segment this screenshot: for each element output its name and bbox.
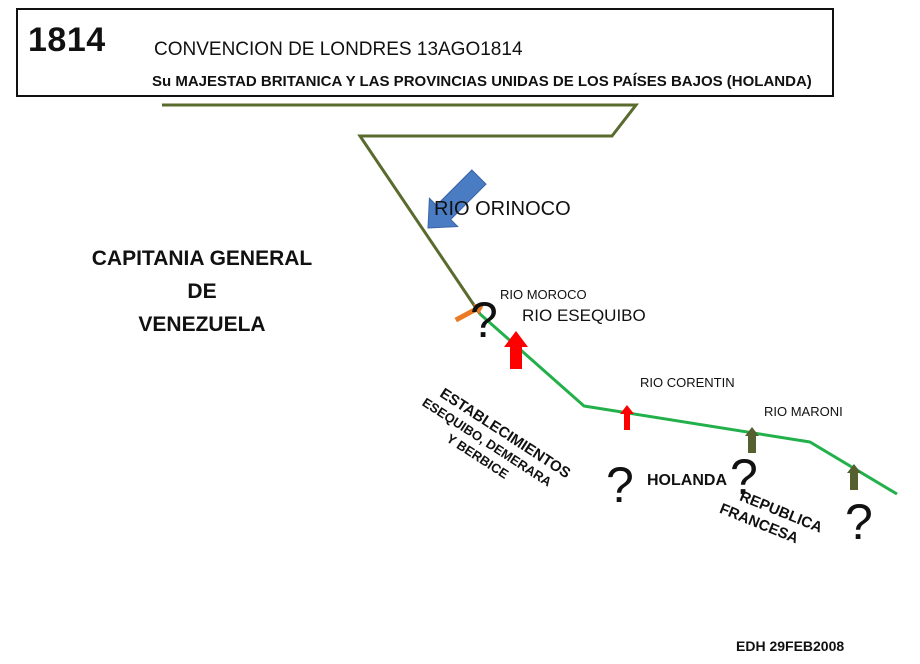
title-box: 1814 CONVENCION DE LONDRES 13AGO1814 Su … (16, 8, 834, 97)
rio-maroni-label: RIO MARONI (764, 404, 843, 419)
convention-title: CONVENCION DE LONDRES 13AGO1814 (154, 39, 523, 60)
rio-moroco-label: RIO MOROCO (500, 287, 587, 302)
capitania-general-label: CAPITANIA GENERAL DE VENEZUELA (72, 242, 332, 341)
boundary-line-olive (162, 103, 640, 315)
blue-arrow-icon (427, 169, 487, 229)
convention-subtitle: Su MAJESTAD BRITANICA Y LAS PROVINCIAS U… (152, 73, 812, 90)
year-label: 1814 (28, 21, 106, 59)
capitania-line-2: DE (187, 280, 217, 303)
orange-arrow-icon (454, 303, 484, 323)
author-signature: EDH 29FEB2008 (736, 638, 845, 654)
question-mark-east: ? (845, 494, 873, 550)
question-mark-maroni: ? (730, 449, 758, 505)
red-arrow-esequibo-icon (504, 331, 528, 369)
olive-arrow-east-icon (847, 464, 861, 490)
olive-arrow-maroni-icon (745, 427, 759, 453)
rio-esequibo-label: RIO ESEQUIBO (522, 306, 646, 325)
capitania-line-1: CAPITANIA GENERAL (91, 247, 313, 270)
rio-orinoco-label: RIO ORINOCO (434, 198, 571, 220)
holanda-label: HOLANDA (647, 472, 727, 489)
rio-corentin-label: RIO CORENTIN (640, 375, 735, 390)
question-mark-holanda: ? (606, 457, 634, 513)
red-arrow-corentin-icon (620, 405, 634, 430)
capitania-line-3: VENEZUELA (138, 313, 266, 336)
question-mark-moroco: ? (470, 292, 498, 348)
